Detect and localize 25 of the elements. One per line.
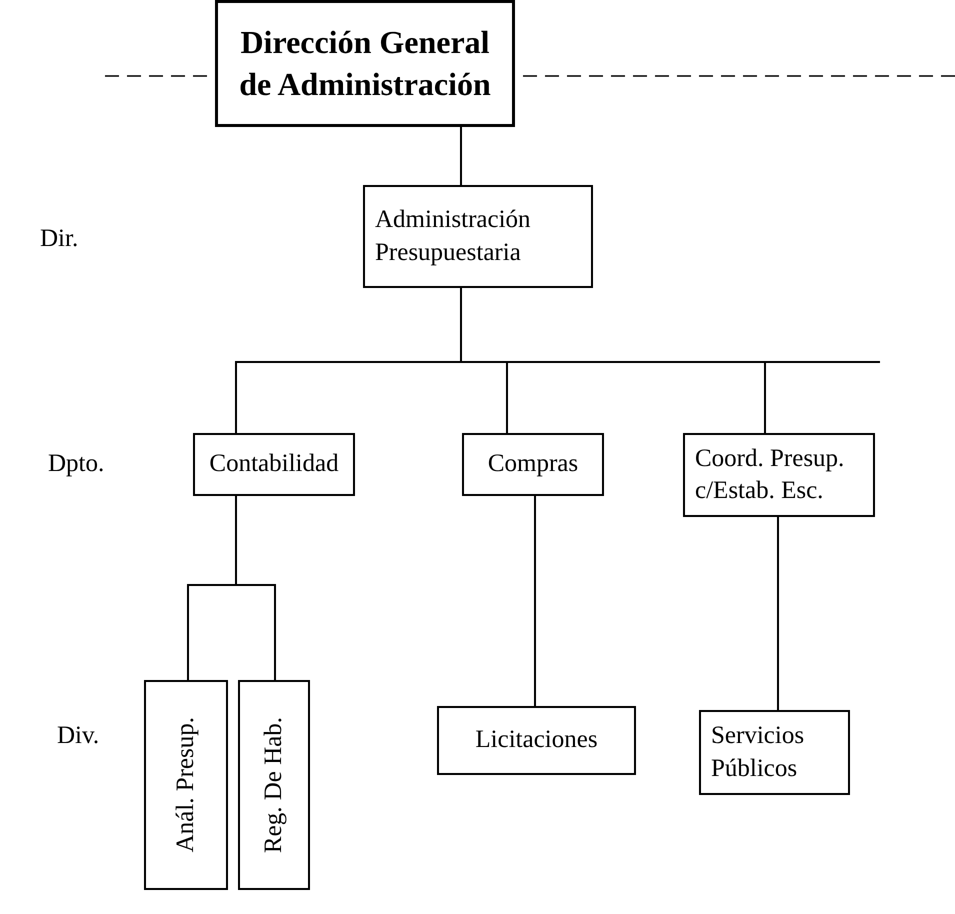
unit-name: Anál. Presup. xyxy=(172,717,200,853)
org-box xyxy=(144,680,228,890)
unit-name: Servicios Públicos xyxy=(711,721,806,784)
org-box xyxy=(215,0,515,127)
org-box xyxy=(363,185,593,288)
org-box xyxy=(462,433,604,496)
org-box xyxy=(437,706,636,775)
connector-line xyxy=(777,517,779,710)
org-box xyxy=(683,433,875,517)
level-label: Dpto. xyxy=(48,450,104,478)
connector-line xyxy=(235,496,276,680)
level-label: Dir. xyxy=(40,225,78,253)
unit-name: Coord. Presup. c/Estab. Esc. xyxy=(695,444,846,506)
connector-line xyxy=(460,127,462,185)
unit-name: Compras xyxy=(488,449,578,480)
org-box xyxy=(699,710,850,795)
org-box xyxy=(193,433,355,496)
unit-name: Reg. De Hab. xyxy=(260,716,288,854)
level-label: Div. xyxy=(57,722,100,750)
connector-line xyxy=(534,496,536,706)
unit-name: Dirección General de Administración xyxy=(238,22,492,104)
unit-name: Licitaciones xyxy=(475,725,598,756)
unit-name: Administración Presupuestaria xyxy=(375,205,532,268)
unit-name: Contabilidad xyxy=(209,449,339,480)
org-box xyxy=(238,680,310,890)
